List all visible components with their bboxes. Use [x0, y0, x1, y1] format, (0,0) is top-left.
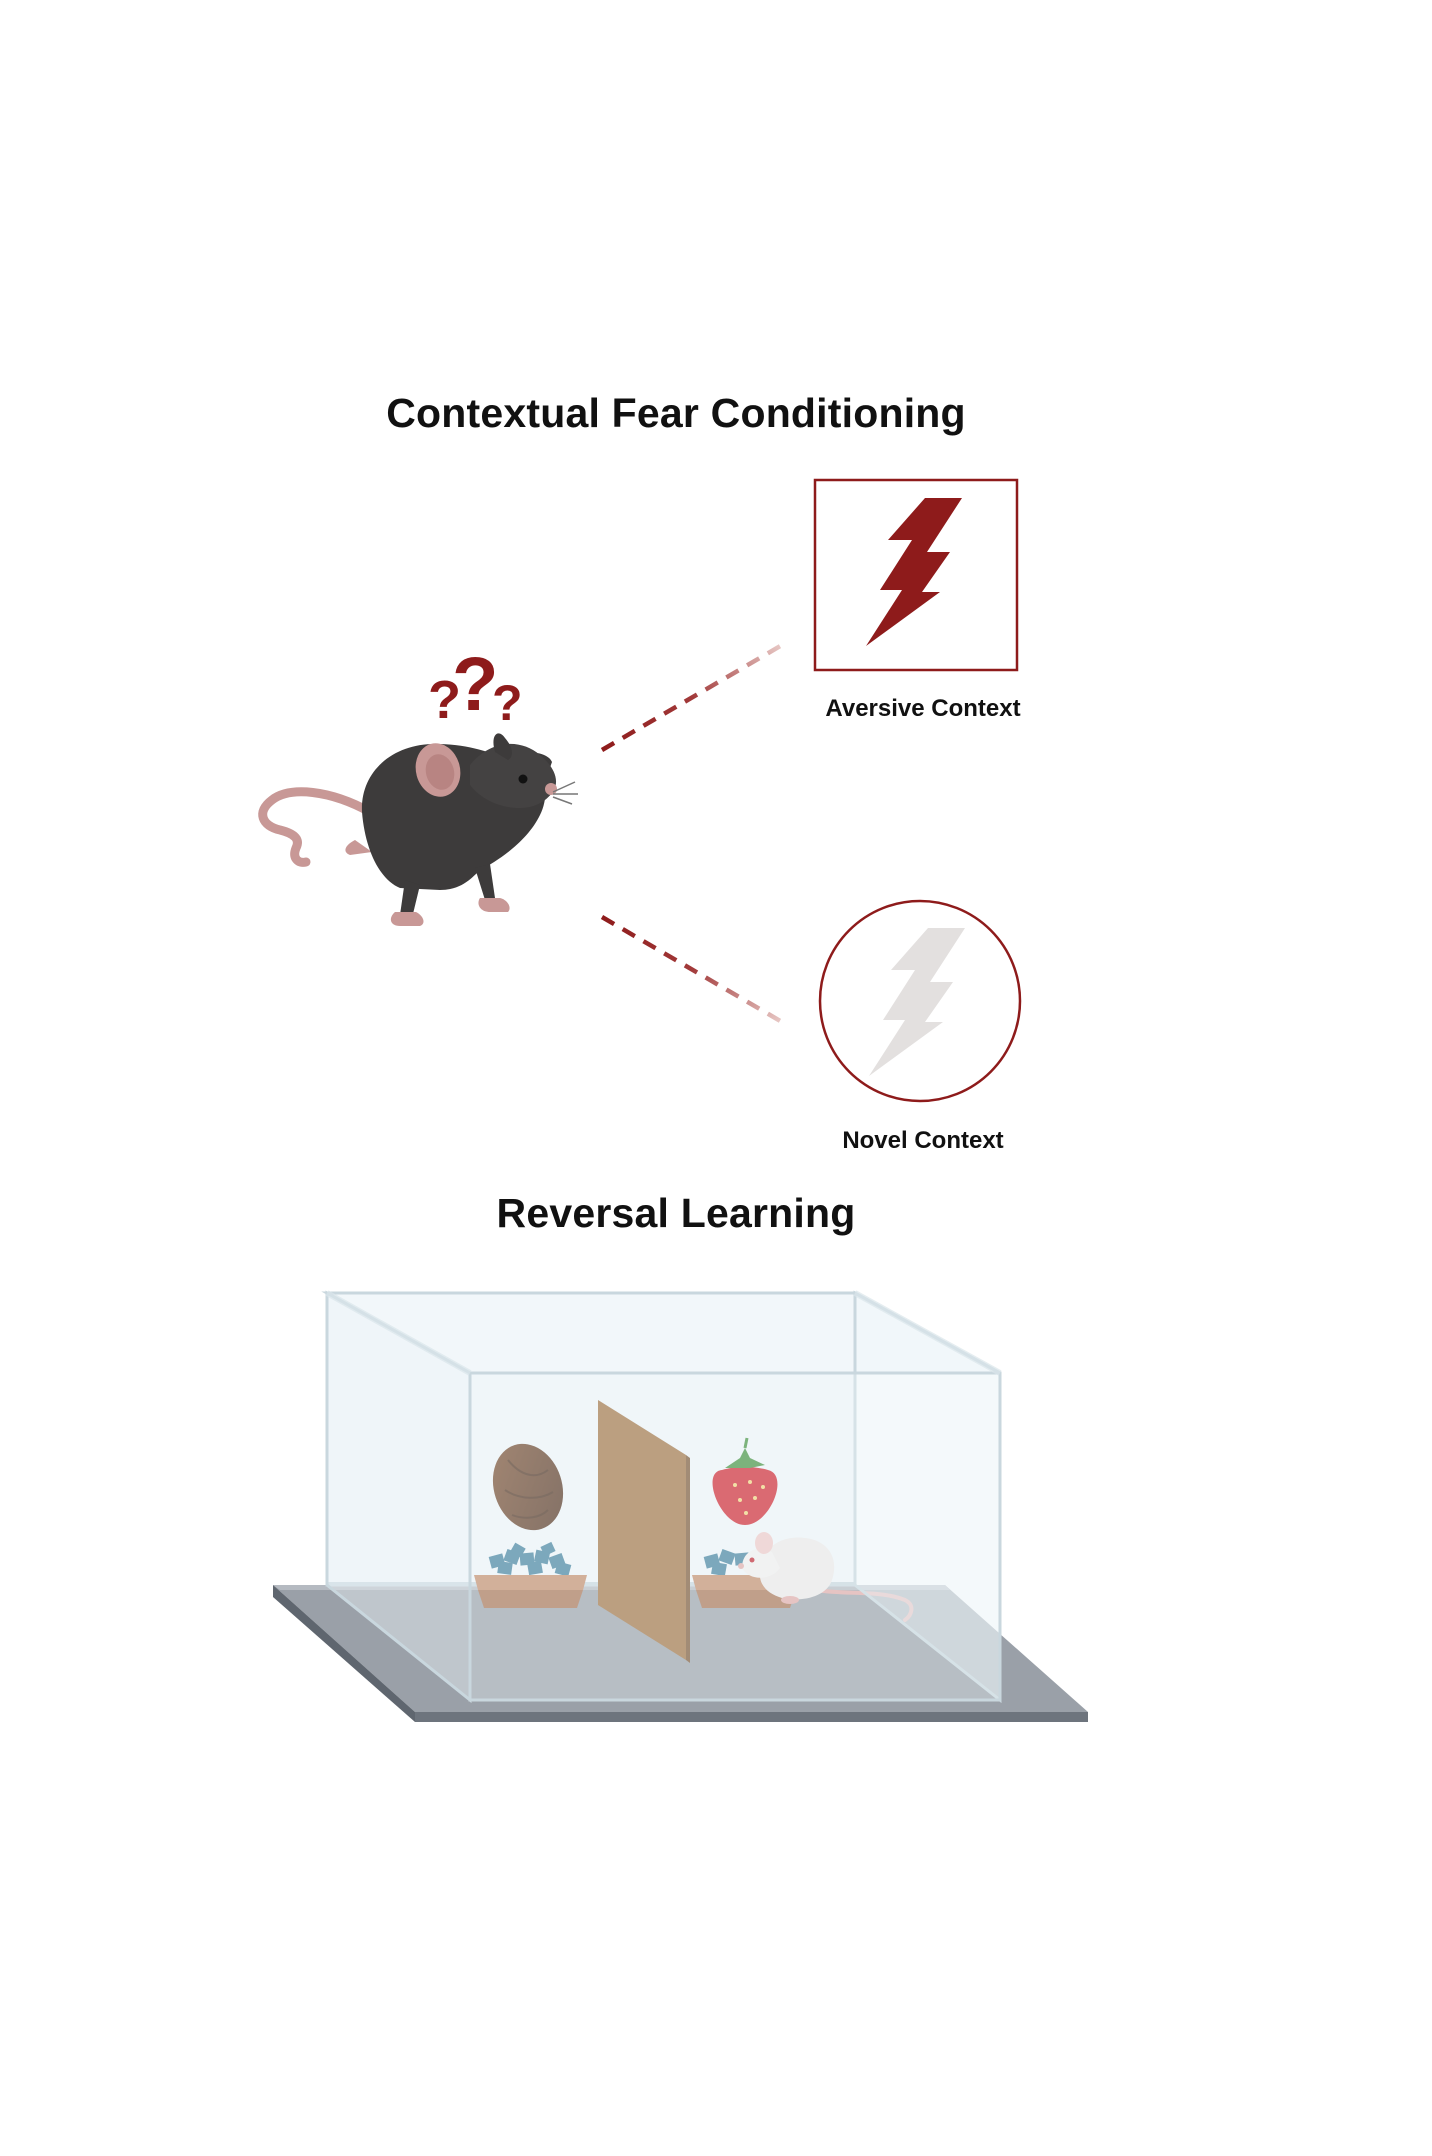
- lightning-bolt-icon: [866, 498, 962, 646]
- wooden-divider: [598, 1400, 690, 1663]
- dashed-line-to-aversive: [600, 643, 784, 752]
- aversive-context-label: Aversive Context: [825, 695, 1021, 722]
- section-title-fear-conditioning: Contextual Fear Conditioning: [386, 390, 966, 436]
- chocolate-egg: [492, 1443, 564, 1531]
- white-mouse: [738, 1532, 914, 1622]
- mouse-tail: [258, 787, 375, 867]
- question-mark-icon: ?: [492, 675, 523, 731]
- novel-context-label: Novel Context: [842, 1127, 1004, 1154]
- dark-mouse: [258, 733, 578, 926]
- reversal-learning-apparatus: [273, 1290, 1088, 1722]
- lightning-bolt-icon: [869, 928, 965, 1076]
- section-title-reversal-learning: Reversal Learning: [496, 1190, 856, 1236]
- dashed-line-to-novel: [600, 915, 784, 1024]
- question-marks: ? ? ?: [428, 642, 523, 731]
- svg-text:?: ?: [452, 642, 498, 727]
- glass-front: [325, 1290, 1002, 1704]
- question-mark-icon: ?: [452, 642, 498, 727]
- novel-context-circle: [818, 899, 1022, 1103]
- question-mark-icon: ?: [428, 670, 461, 730]
- left-food-bowl: [474, 1541, 587, 1608]
- aversive-context-box: [813, 478, 1019, 672]
- strawberry: [712, 1437, 778, 1525]
- svg-text:?: ?: [428, 670, 461, 730]
- svg-text:?: ?: [492, 675, 523, 731]
